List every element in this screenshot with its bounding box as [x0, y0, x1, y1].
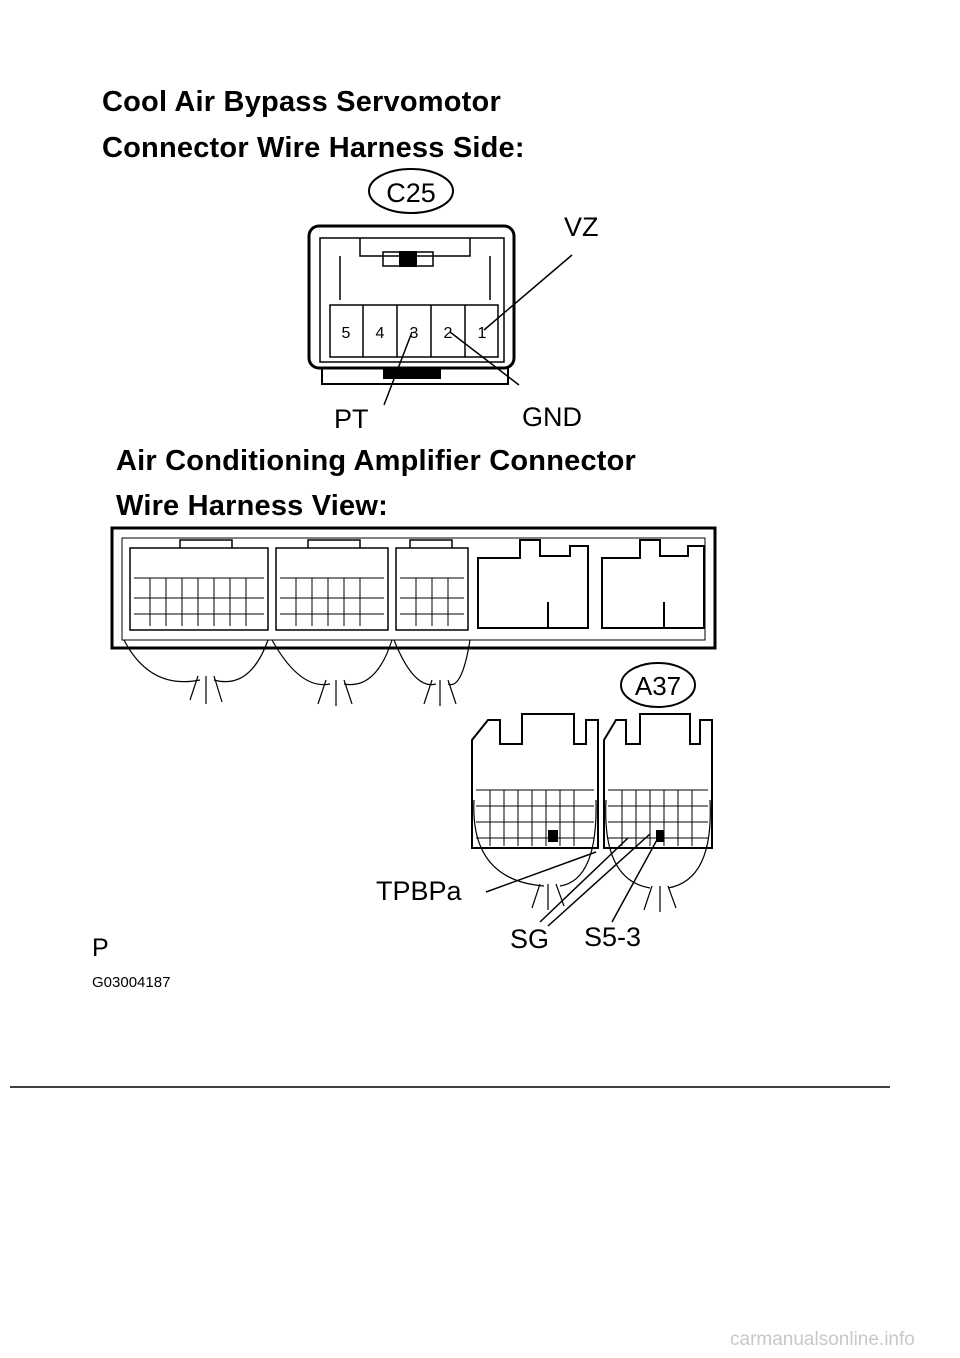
- amplifier-body-drawing: [110, 526, 717, 650]
- servo-heading-line1: Cool Air Bypass Servomotor: [102, 86, 501, 118]
- amplifier-harness-bundles: [123, 639, 471, 706]
- amp-heading-line1: Air Conditioning Amplifier Connector: [116, 445, 637, 477]
- c25-pin-1: 1: [478, 325, 487, 342]
- label-gnd: GND: [522, 402, 582, 432]
- label-tpbpa: TPBPa: [376, 876, 462, 906]
- c25-leader-lines: [383, 254, 573, 406]
- c25-connector-id: C25: [386, 178, 436, 208]
- watermark: carmanualsonline.info: [730, 1329, 915, 1350]
- label-pt: PT: [334, 404, 369, 434]
- c25-pin-2: 2: [444, 325, 453, 342]
- connector-c25-drawing: [307, 168, 516, 385]
- figure-code: G03004187: [92, 974, 171, 991]
- label-s5-3: S5-3: [584, 922, 642, 952]
- servo-heading-line2: Connector Wire Harness Side:: [102, 132, 525, 164]
- footer-letter: P: [92, 934, 109, 962]
- a37-connector-id: A37: [635, 671, 681, 701]
- c25-pin-3: 3: [410, 325, 419, 342]
- c25-pin-5: 5: [342, 325, 351, 342]
- connector-a37-drawing: [471, 662, 713, 912]
- label-vz: VZ: [564, 212, 599, 242]
- c25-pin-4: 4: [376, 325, 385, 342]
- label-sg: SG: [510, 924, 550, 954]
- a37-leader-lines: [485, 833, 659, 927]
- c25-pin-numbers: 5 4 3 2 1: [342, 325, 487, 342]
- amp-heading-line2: Wire Harness View:: [116, 490, 388, 522]
